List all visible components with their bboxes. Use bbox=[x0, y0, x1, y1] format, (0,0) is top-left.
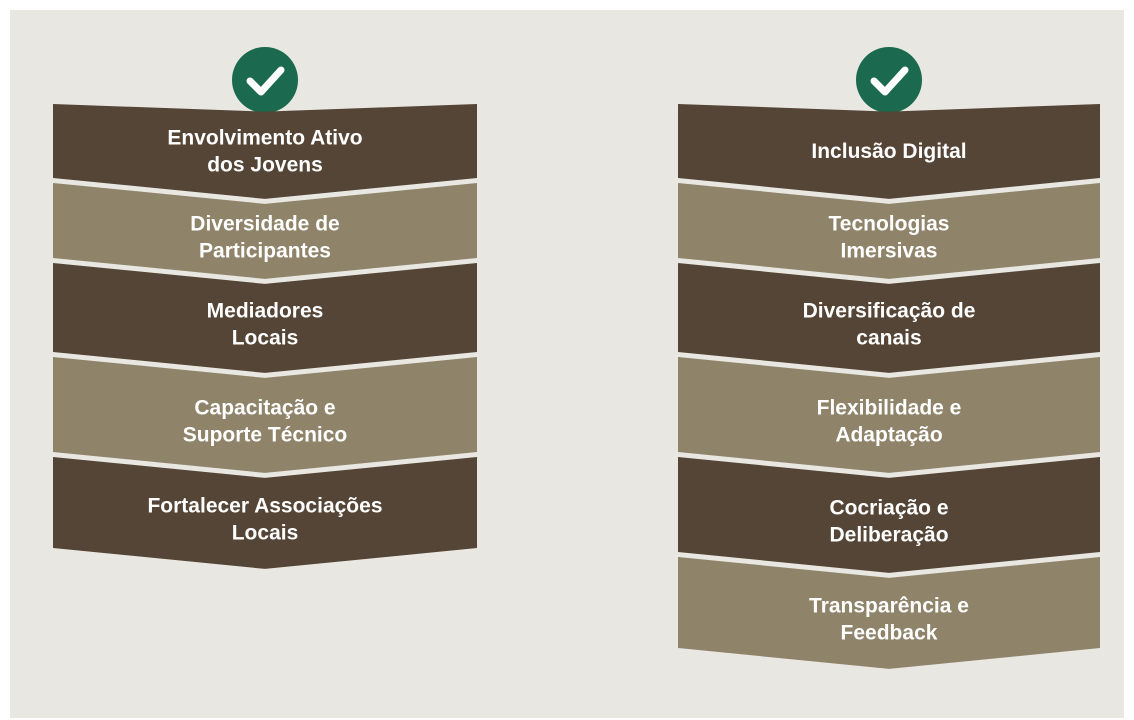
step-label: Fortalecer Associações bbox=[147, 494, 382, 517]
diagram-step: Inclusão Digital bbox=[678, 104, 1100, 199]
diagram-column: Inclusão DigitalTecnologiasImersivasDive… bbox=[678, 47, 1100, 669]
step-label: Participantes bbox=[199, 239, 331, 262]
step-label: Capacitação e bbox=[194, 396, 335, 419]
chevron-band bbox=[678, 104, 1100, 199]
chevron-band bbox=[53, 263, 477, 373]
step-label: Inclusão Digital bbox=[811, 140, 966, 163]
diagram-step: Diversificação de canais bbox=[678, 263, 1100, 373]
step-label: Locais bbox=[232, 326, 299, 349]
chevron-band bbox=[678, 263, 1100, 373]
step-label: Deliberação bbox=[829, 523, 948, 546]
diagram-step: Transparência e Feedback bbox=[678, 557, 1100, 669]
chevron-band bbox=[53, 357, 477, 473]
diagram-step: Flexibilidade e Adaptação bbox=[678, 357, 1100, 473]
step-label: canais bbox=[856, 326, 921, 349]
step-label: Suporte Técnico bbox=[183, 423, 348, 446]
step-label: dos Jovens bbox=[207, 153, 323, 176]
chevron-band bbox=[678, 457, 1100, 573]
step-label: Envolvimento Ativo bbox=[167, 126, 362, 149]
step-label: Transparência e bbox=[809, 594, 969, 617]
diagram-columns: Envolvimento Ativo dos JovensDiversidade … bbox=[53, 47, 1100, 669]
chevron-band bbox=[678, 357, 1100, 473]
step-label: Tecnologias bbox=[829, 212, 950, 235]
diagram-step: Envolvimento Ativo dos Jovens bbox=[53, 104, 477, 199]
step-label: Flexibilidade e bbox=[817, 396, 962, 419]
chevron-band bbox=[678, 183, 1100, 279]
step-label: Diversificação de bbox=[803, 299, 976, 322]
step-label: Imersivas bbox=[841, 239, 938, 262]
step-label: Feedback bbox=[841, 621, 938, 644]
diagram-step: Diversidade de Participantes bbox=[53, 183, 477, 279]
check-circle-icon bbox=[856, 47, 922, 113]
chevron-band bbox=[53, 104, 477, 199]
step-label: Locais bbox=[232, 521, 299, 544]
step-label: Mediadores bbox=[207, 299, 324, 322]
diagram-step: Cocriação e Deliberação bbox=[678, 457, 1100, 573]
diagram-column: Envolvimento Ativo dos JovensDiversidade … bbox=[53, 47, 477, 569]
chevron-band bbox=[53, 183, 477, 279]
check-circle-icon bbox=[232, 47, 298, 113]
chevron-band bbox=[53, 457, 477, 569]
diagram-step: Capacitação e Suporte Técnico bbox=[53, 357, 477, 473]
step-label: Cocriação e bbox=[829, 496, 948, 519]
chevron-band bbox=[678, 557, 1100, 669]
step-label: Adaptação bbox=[835, 423, 942, 446]
step-label: Diversidade de bbox=[190, 212, 339, 235]
